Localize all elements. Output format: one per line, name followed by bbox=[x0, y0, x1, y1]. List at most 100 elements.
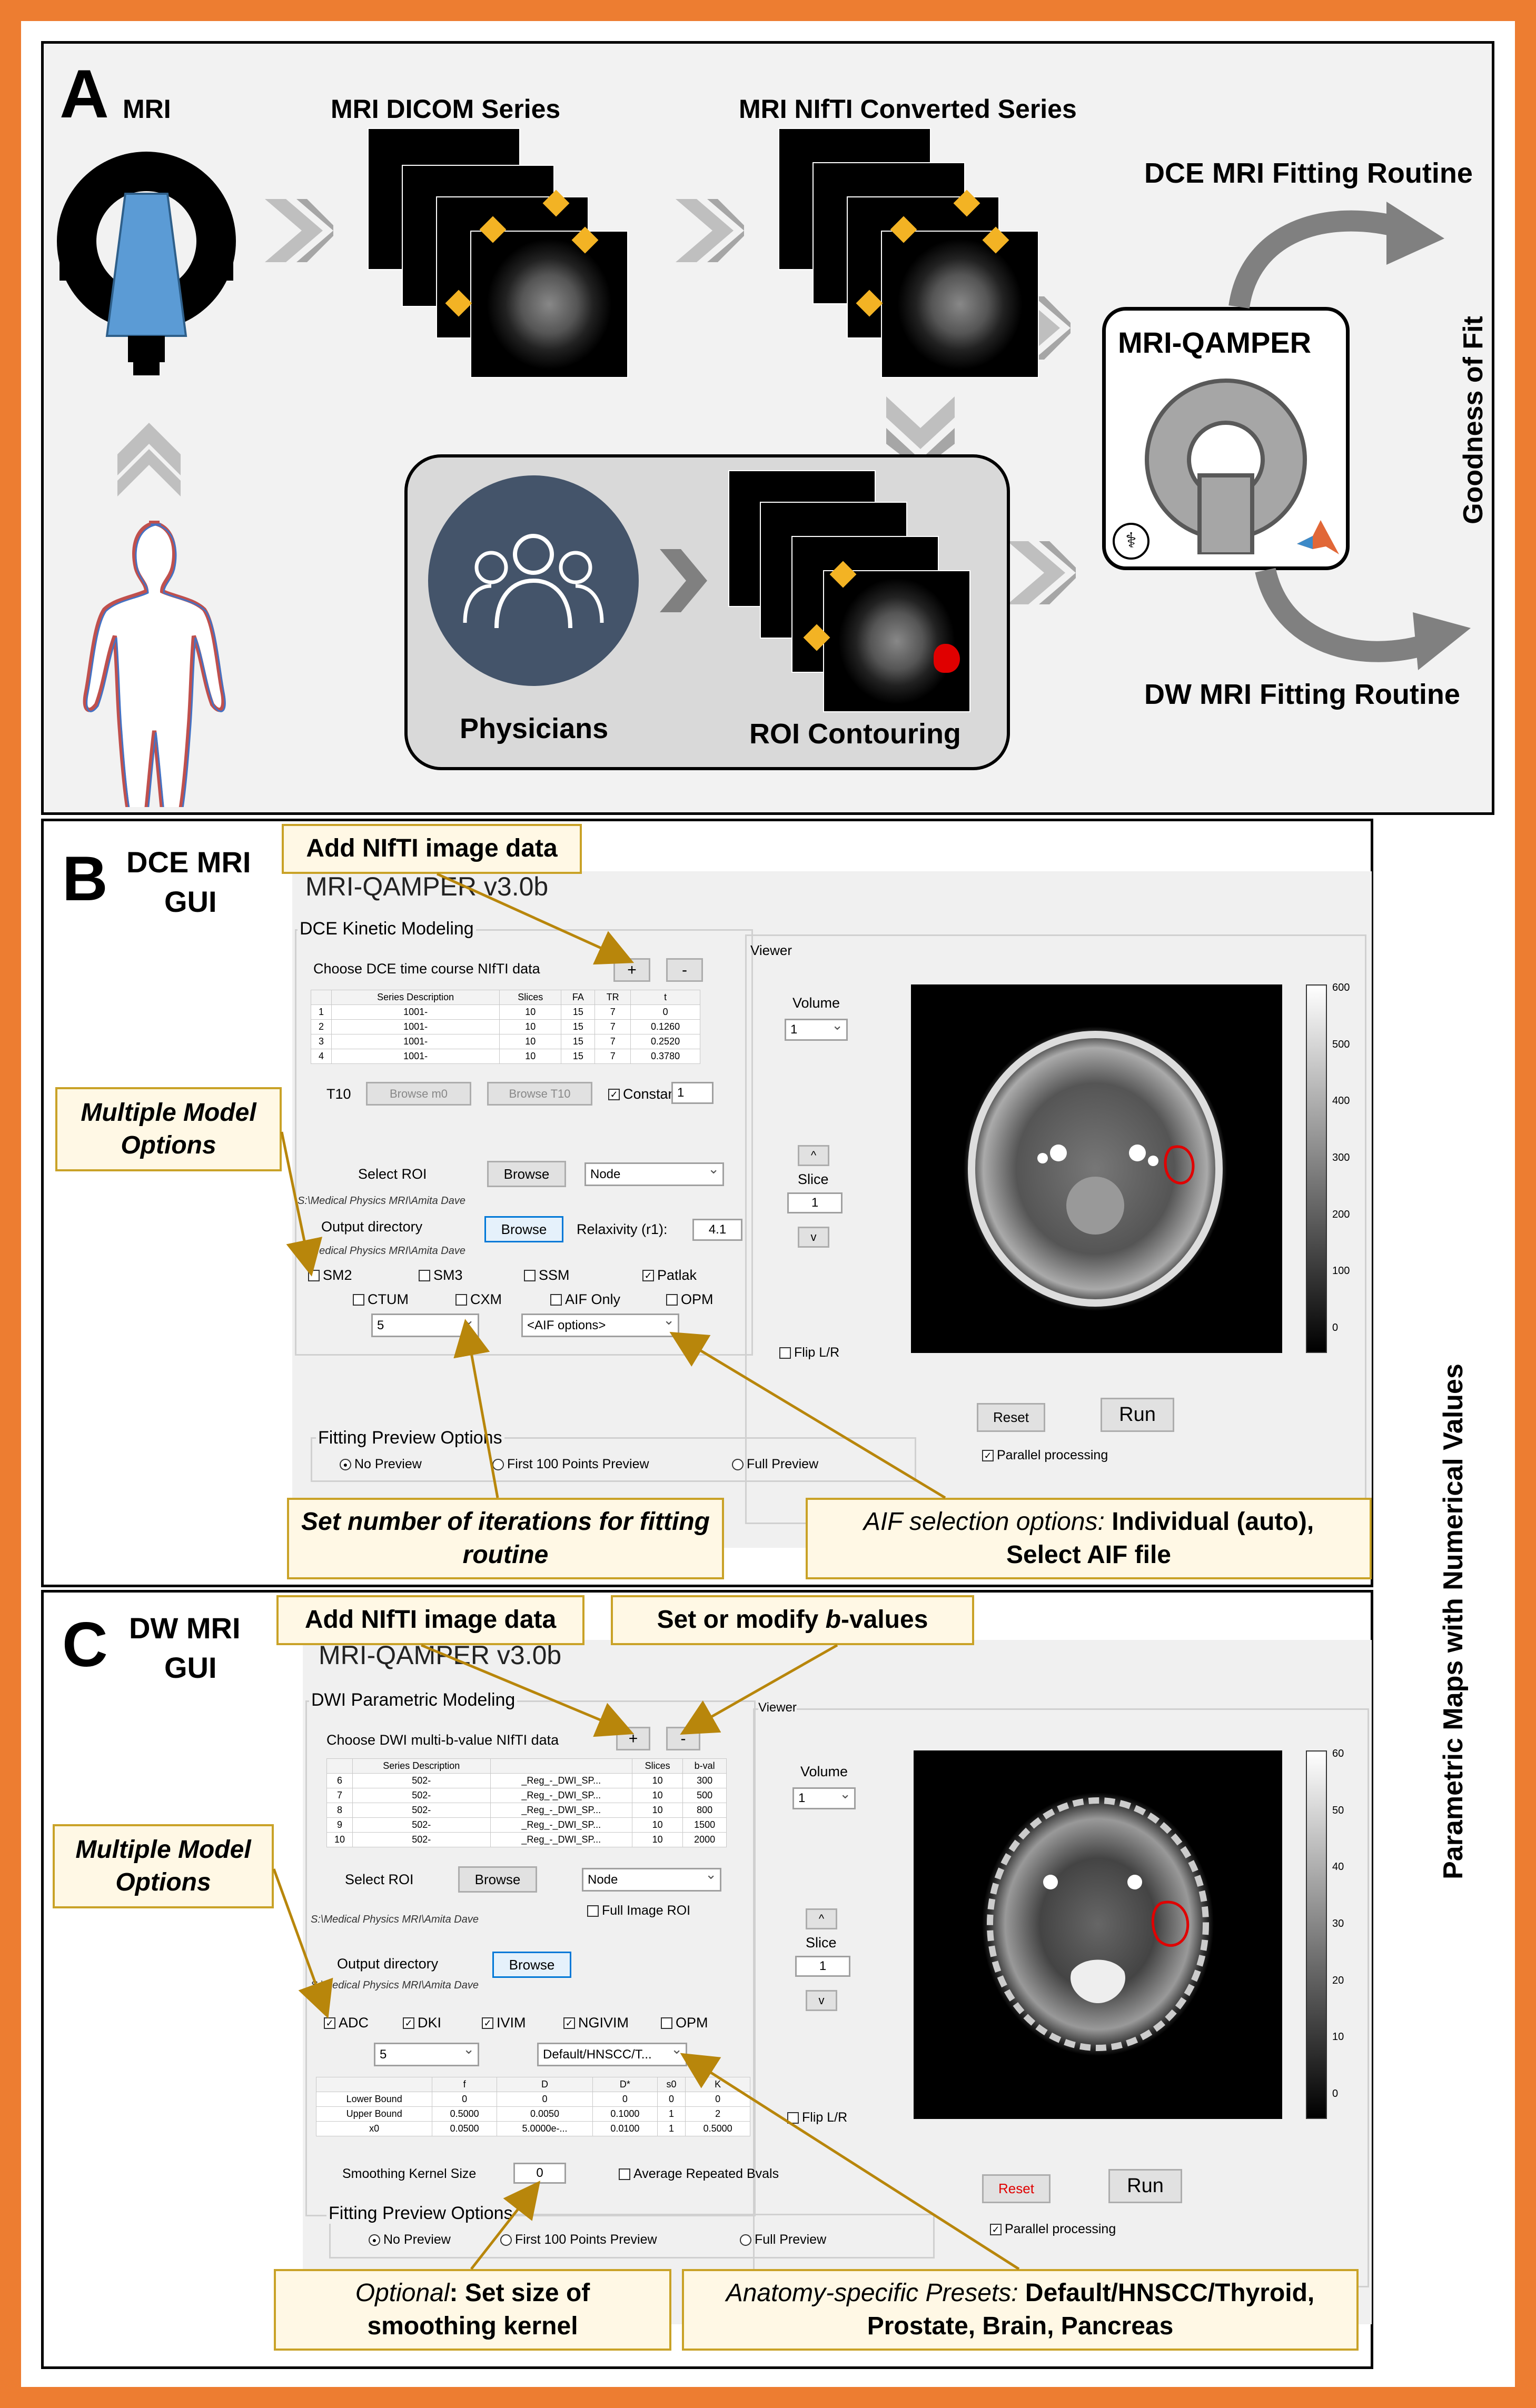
model-opm-dwi-checkbox[interactable]: OPM bbox=[661, 2015, 708, 2031]
dwi-table-cell[interactable]: 500 bbox=[682, 1788, 727, 1803]
dce-slice-up-button[interactable]: ^ bbox=[798, 1145, 829, 1166]
dwi-first-100-radio[interactable]: First 100 Points Preview bbox=[500, 2232, 657, 2247]
dwi-params-cell[interactable]: 0.1000 bbox=[592, 2106, 658, 2122]
dce-roi-browse-button[interactable]: Browse bbox=[487, 1161, 566, 1187]
dce-full-preview-radio[interactable]: Full Preview bbox=[732, 1457, 818, 1472]
dwi-table-cell[interactable]: 2000 bbox=[682, 1832, 727, 1847]
dce-output-browse-button[interactable]: Browse bbox=[484, 1216, 563, 1242]
dwi-table-cell[interactable]: 10 bbox=[632, 1817, 683, 1833]
dwi-table-cell[interactable]: 800 bbox=[682, 1803, 727, 1818]
dwi-table-cell[interactable]: 502- bbox=[352, 1832, 491, 1847]
dwi-params-cell[interactable]: 0.0500 bbox=[432, 2121, 497, 2136]
dwi-params-cell[interactable]: 1 bbox=[657, 2121, 686, 2136]
browse-m0-button[interactable]: Browse m0 bbox=[366, 1082, 471, 1106]
dwi-params-cell[interactable]: 0 bbox=[432, 2092, 497, 2107]
dce-table-cell[interactable]: 0.2520 bbox=[630, 1034, 700, 1049]
dwi-params-cell[interactable]: 0 bbox=[592, 2092, 658, 2107]
dce-slice-down-button[interactable]: v bbox=[798, 1227, 829, 1248]
dwi-iterations-dropdown[interactable]: 5 bbox=[374, 2041, 479, 2066]
dce-table-cell[interactable]: 10 bbox=[499, 1004, 562, 1020]
dce-remove-button[interactable]: - bbox=[666, 958, 703, 982]
dce-table-cell[interactable]: 2 bbox=[310, 1019, 332, 1034]
dce-volume-dropdown[interactable]: 1 bbox=[785, 1017, 848, 1041]
dwi-table-cell[interactable]: 10 bbox=[326, 1832, 353, 1847]
dce-table-cell[interactable]: 1001- bbox=[331, 1034, 500, 1049]
dce-run-button[interactable]: Run bbox=[1101, 1398, 1174, 1432]
dwi-run-button[interactable]: Run bbox=[1108, 2169, 1182, 2203]
dwi-parallel-checkbox[interactable]: ✓Parallel processing bbox=[990, 2222, 1116, 2237]
model-adc-checkbox[interactable]: ✓ADC bbox=[324, 2015, 369, 2031]
dwi-table-cell[interactable]: 502- bbox=[352, 1788, 491, 1803]
model-opm-checkbox[interactable]: OPM bbox=[666, 1291, 714, 1308]
dce-table-cell[interactable]: 10 bbox=[499, 1049, 562, 1064]
dwi-table-cell[interactable]: 10 bbox=[632, 1832, 683, 1847]
dwi-params-cell[interactable]: 0.0100 bbox=[592, 2121, 658, 2136]
dce-table-cell[interactable]: 1 bbox=[310, 1004, 332, 1020]
dwi-flip-checkbox[interactable]: Flip L/R bbox=[787, 2110, 847, 2125]
dwi-mri-image[interactable] bbox=[914, 1750, 1282, 2119]
dce-slice-input[interactable]: 1 bbox=[787, 1192, 843, 1213]
dwi-table-cell[interactable]: 502- bbox=[352, 1817, 491, 1833]
dce-table-cell[interactable]: 0.1260 bbox=[630, 1019, 700, 1034]
dce-table-cell[interactable]: 15 bbox=[561, 1049, 596, 1064]
aif-options-dropdown[interactable]: <AIF options> bbox=[521, 1312, 679, 1337]
model-ctum-checkbox[interactable]: CTUM bbox=[353, 1291, 409, 1308]
avg-bvals-checkbox[interactable]: Average Repeated Bvals bbox=[619, 2166, 779, 2182]
dce-table-cell[interactable]: 1001- bbox=[331, 1049, 500, 1064]
dce-table-cell[interactable]: 10 bbox=[499, 1034, 562, 1049]
model-ssm-checkbox[interactable]: SSM bbox=[524, 1267, 570, 1283]
dwi-no-preview-radio[interactable]: ●No Preview bbox=[369, 2232, 451, 2247]
dwi-roi-browse-button[interactable]: Browse bbox=[458, 1866, 537, 1893]
constant-checkbox[interactable]: ✓Constant bbox=[608, 1086, 680, 1102]
model-cxm-checkbox[interactable]: CXM bbox=[455, 1291, 502, 1308]
dce-first-100-radio[interactable]: First 100 Points Preview bbox=[492, 1457, 649, 1472]
dwi-params-cell[interactable]: 0.0050 bbox=[496, 2106, 593, 2122]
smoothing-input[interactable]: 0 bbox=[513, 2163, 566, 2184]
dwi-table-cell[interactable]: 10 bbox=[632, 1803, 683, 1818]
dce-table-cell[interactable]: 0.3780 bbox=[630, 1049, 700, 1064]
dwi-volume-dropdown[interactable]: 1 bbox=[792, 1786, 856, 1809]
dwi-table-cell[interactable]: 6 bbox=[326, 1773, 353, 1788]
dwi-table-cell[interactable]: _Reg_-_DWI_SP... bbox=[490, 1817, 633, 1833]
dce-reset-button[interactable]: Reset bbox=[977, 1403, 1045, 1432]
dce-mri-image[interactable] bbox=[911, 984, 1282, 1353]
dce-parallel-checkbox[interactable]: ✓Parallel processing bbox=[982, 1448, 1108, 1463]
dce-table-cell[interactable]: 4 bbox=[310, 1049, 332, 1064]
model-patlak-checkbox[interactable]: ✓Patlak bbox=[642, 1267, 697, 1283]
dwi-table-cell[interactable]: _Reg_-_DWI_SP... bbox=[490, 1803, 633, 1818]
dce-roi-dropdown[interactable]: Node bbox=[584, 1161, 724, 1186]
model-dki-checkbox[interactable]: ✓DKI bbox=[403, 2015, 441, 2031]
full-image-roi-checkbox[interactable]: Full Image ROI bbox=[587, 1903, 690, 1918]
dwi-params-cell[interactable]: x0 bbox=[315, 2121, 433, 2136]
dce-table-cell[interactable]: 15 bbox=[561, 1004, 596, 1020]
dwi-table-cell[interactable]: 8 bbox=[326, 1803, 353, 1818]
dwi-table-cell[interactable]: 1500 bbox=[682, 1817, 727, 1833]
relaxivity-input[interactable]: 4.1 bbox=[692, 1219, 742, 1241]
dwi-slice-input[interactable]: 1 bbox=[795, 1956, 850, 1977]
dwi-params-cell[interactable]: 5.0000e-... bbox=[496, 2121, 593, 2136]
dwi-roi-dropdown[interactable]: Node bbox=[582, 1866, 721, 1892]
dce-flip-checkbox[interactable]: Flip L/R bbox=[779, 1345, 839, 1360]
constant-input[interactable]: 1 bbox=[671, 1082, 714, 1104]
dwi-reset-button[interactable]: Reset bbox=[982, 2174, 1051, 2203]
model-ngivim-checkbox[interactable]: ✓NGIVIM bbox=[563, 2015, 629, 2031]
dce-table-cell[interactable]: 15 bbox=[561, 1019, 596, 1034]
dwi-table-cell[interactable]: _Reg_-_DWI_SP... bbox=[490, 1832, 633, 1847]
dce-no-preview-radio[interactable]: ●No Preview bbox=[340, 1457, 422, 1472]
anatomy-preset-dropdown[interactable]: Default/HNSCC/T... bbox=[537, 2041, 687, 2066]
model-sm3-checkbox[interactable]: SM3 bbox=[419, 1267, 463, 1283]
model-aif-only-checkbox[interactable]: AIF Only bbox=[550, 1291, 620, 1308]
dwi-output-browse-button[interactable]: Browse bbox=[492, 1952, 571, 1978]
dwi-params-cell[interactable]: 0.5000 bbox=[685, 2121, 750, 2136]
browse-t10-button[interactable]: Browse T10 bbox=[487, 1082, 592, 1106]
